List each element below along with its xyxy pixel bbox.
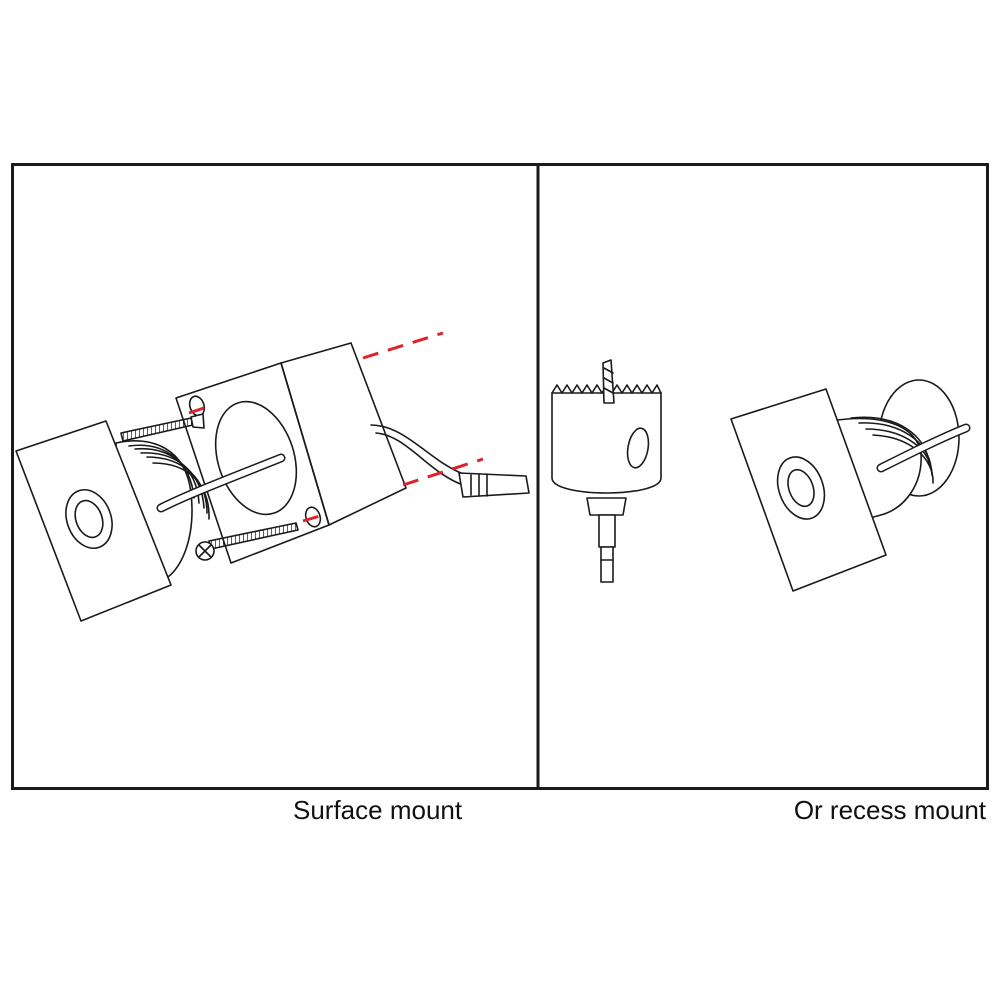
recessed-fixture xyxy=(730,379,971,592)
recess-mount-hole-saw-icon xyxy=(551,359,971,592)
front-plate xyxy=(15,420,172,622)
caption-surface-mount: Surface mount xyxy=(293,795,463,825)
frame-border xyxy=(11,163,989,790)
caption-recess-mount: Or recess mount xyxy=(793,795,986,825)
diagram-frame xyxy=(11,163,989,790)
surface-mount-box xyxy=(175,342,530,564)
mounting-screws xyxy=(120,413,299,561)
surface-mount-exploded-icon xyxy=(15,342,530,622)
red-guide-lines xyxy=(188,331,484,523)
hole-saw-icon xyxy=(551,359,662,583)
